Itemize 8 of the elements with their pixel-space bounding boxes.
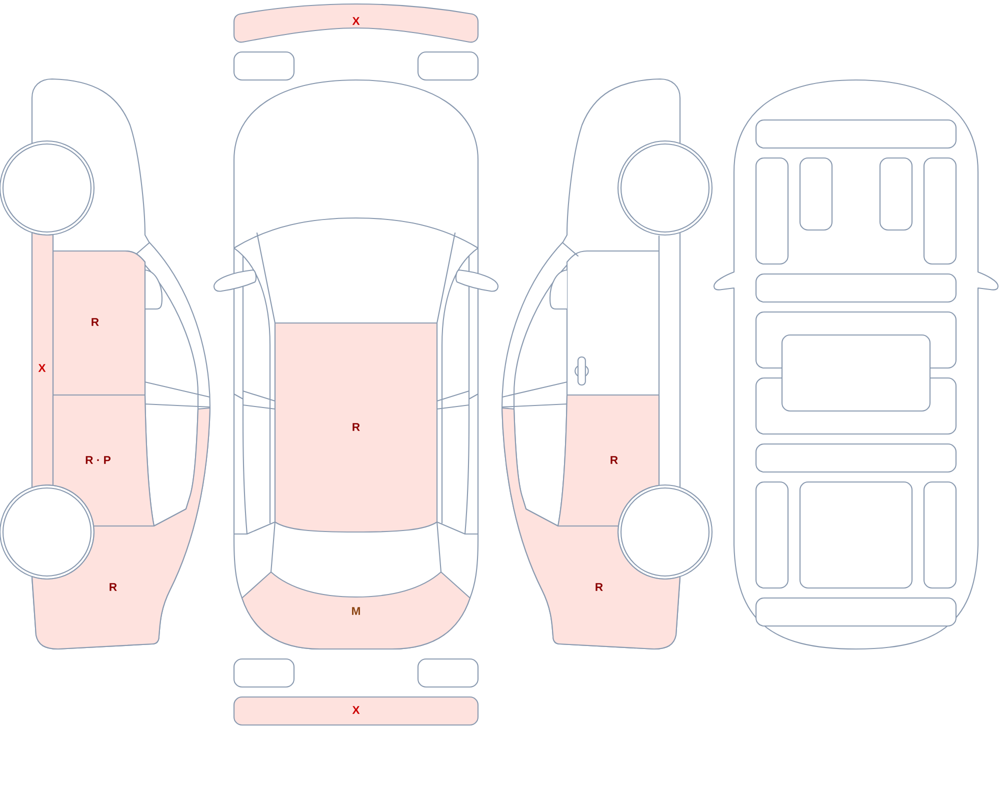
car-panel: X xyxy=(233,696,479,726)
car-panel: R xyxy=(274,322,438,533)
car-panel: R xyxy=(557,394,660,527)
car-panel: X xyxy=(31,232,54,488)
car-panel: X xyxy=(233,3,479,43)
car-panel: M xyxy=(241,571,471,650)
car-panel: R xyxy=(52,250,146,396)
car-panel: R · P xyxy=(52,394,155,527)
